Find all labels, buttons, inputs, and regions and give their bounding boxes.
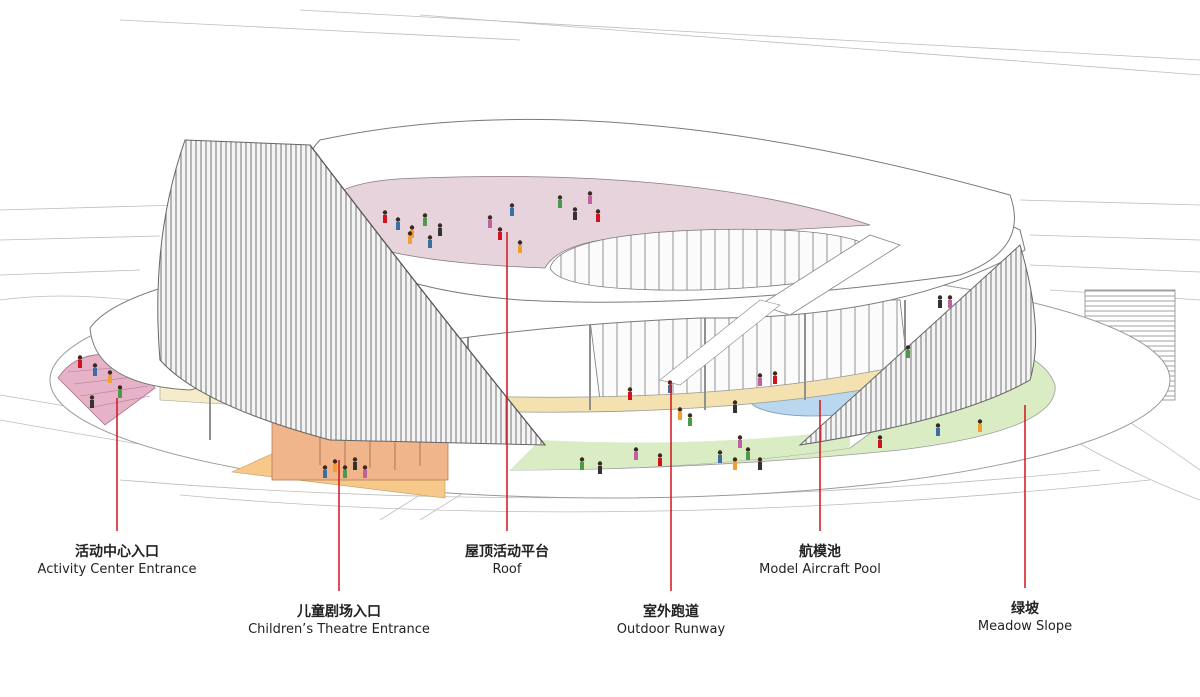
callout-title-en: Meadow Slope [977, 619, 1073, 634]
callout-title-zh: 儿童剧场入口 [297, 604, 381, 620]
person-figure [382, 210, 388, 223]
person-figure [395, 217, 401, 230]
callout-label-roof: 屋顶活动平台 Roof [465, 543, 549, 578]
callout-title-zh: 活动中心入口 [74, 544, 159, 560]
person-figure [572, 207, 578, 220]
person-figure [935, 423, 941, 436]
callout-title-zh: 航模池 [798, 544, 841, 560]
person-figure [342, 465, 348, 478]
person-figure [677, 407, 683, 420]
person-figure [772, 371, 778, 384]
left-facade-cut [309, 144, 546, 446]
person-figure [427, 235, 433, 248]
person-figure [937, 295, 943, 308]
right-facade [798, 244, 1037, 446]
callout-label-activity: 活动中心入口 Activity Center Entrance [38, 543, 197, 578]
person-figure [587, 191, 593, 204]
person-figure [732, 400, 738, 413]
person-figure [579, 457, 585, 470]
person-figure [757, 457, 763, 470]
callout-title-zh: 屋顶活动平台 [465, 544, 549, 560]
person-figure [977, 419, 983, 432]
person-figure [757, 373, 763, 386]
person-figure [947, 295, 953, 308]
person-figure [737, 435, 743, 448]
callout-label-runway: 室外跑道 Outdoor Runway [617, 603, 725, 638]
meadow-lower [510, 430, 850, 470]
person-figure [332, 459, 338, 472]
person-figure [905, 345, 911, 358]
callout-title-en: Roof [492, 562, 522, 577]
person-figure [595, 209, 601, 222]
person-figure [89, 395, 95, 408]
crowd-figures [77, 191, 983, 478]
callout-title-en: Activity Center Entrance [37, 562, 197, 577]
person-figure [517, 240, 523, 253]
callout-label-pool: 航模池 Model Aircraft Pool [759, 543, 881, 578]
callout-title-en: Outdoor Runway [616, 622, 726, 637]
person-figure [407, 231, 413, 244]
person-figure [497, 227, 503, 240]
person-figure [687, 413, 693, 426]
callout-title-en: Model Aircraft Pool [759, 562, 881, 577]
person-figure [745, 447, 751, 460]
person-figure [597, 461, 603, 474]
person-figure [633, 447, 639, 460]
person-figure [627, 387, 633, 400]
person-figure [107, 370, 113, 383]
callout-title-en: Children’s Theatre Entrance [248, 622, 430, 637]
person-figure [322, 465, 328, 478]
roof-deck [324, 176, 871, 269]
callout-title-zh: 绿坡 [1011, 601, 1039, 617]
person-figure [657, 453, 663, 466]
person-figure [92, 363, 98, 376]
person-figure [557, 195, 563, 208]
person-figure [487, 215, 493, 228]
person-figure [352, 457, 358, 470]
callout-label-theatre: 儿童剧场入口 Children’s Theatre Entrance [248, 603, 430, 638]
person-figure [877, 435, 883, 448]
callout-leader-lines [116, 232, 1026, 591]
person-figure [509, 203, 515, 216]
person-figure [117, 385, 123, 398]
callout-label-meadow: 绿坡 Meadow Slope [978, 600, 1072, 635]
person-figure [362, 465, 368, 478]
person-figure [437, 223, 443, 236]
callout-title-zh: 室外跑道 [643, 604, 699, 620]
person-figure [77, 355, 83, 368]
person-figure [717, 450, 723, 463]
person-figure [422, 213, 428, 226]
person-figure [732, 457, 738, 470]
atrium-ramp [659, 299, 781, 386]
roof-ramp [759, 234, 901, 316]
